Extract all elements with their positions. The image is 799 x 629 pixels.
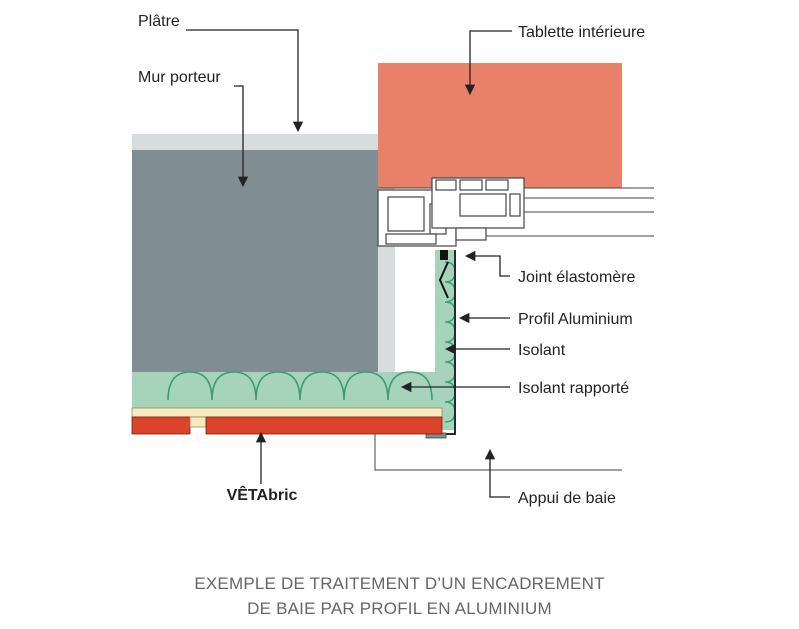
load-bearing-wall xyxy=(132,150,378,372)
cladding-cream-strip xyxy=(131,407,443,418)
caption-line-1: EXEMPLE DE TRAITEMENT D’UN ENCADREMENT xyxy=(194,574,605,593)
insulation-wave-horizontal xyxy=(167,371,433,401)
label-tablette: Tablette intérieure xyxy=(518,24,645,41)
cladding-panel-left xyxy=(131,416,191,435)
label-isolant: Isolant xyxy=(518,342,566,359)
label-platre: Plâtre xyxy=(138,13,180,30)
label-isolant-rapporte: Isolant rapporté xyxy=(518,380,629,397)
leader-lines xyxy=(186,29,512,498)
elastomer-joint xyxy=(440,250,448,260)
cladding-panel-right xyxy=(205,416,443,435)
label-profil: Profil Aluminium xyxy=(518,311,633,328)
joint-lip xyxy=(438,261,449,299)
added-insulation xyxy=(132,372,442,410)
reveal-insulation xyxy=(435,250,456,430)
label-joint: Joint élastomère xyxy=(518,269,635,286)
label-vetabric: VÊTAbric xyxy=(227,485,298,504)
leader-mur-porteur xyxy=(234,85,249,188)
leader-tablette xyxy=(464,30,512,96)
appui-de-baie-bracket xyxy=(374,434,622,471)
caption-line-2: DE BAIE PAR PROFIL EN ALUMINIUM xyxy=(247,599,552,618)
leader-appui xyxy=(484,448,510,498)
leader-platre xyxy=(186,29,304,133)
leader-joint xyxy=(464,250,510,277)
window-frame xyxy=(377,177,654,247)
cladding-joint xyxy=(189,416,207,428)
label-appui: Appui de baie xyxy=(518,490,616,507)
label-mur-porteur: Mur porteur xyxy=(138,69,221,86)
interior-sill xyxy=(378,63,622,188)
